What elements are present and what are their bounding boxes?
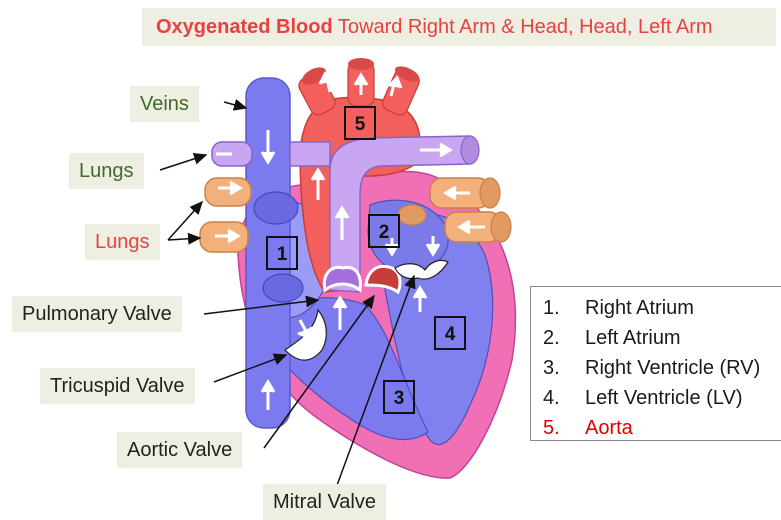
header-bold-text: Oxygenated Blood	[156, 16, 333, 38]
lungs-top-pointer	[160, 155, 206, 170]
pulmonary-vein-left-upper	[205, 178, 251, 206]
legend-item: 2. Left Atrium	[531, 323, 781, 353]
header-caption: Oxygenated Blood Toward Right Arm & Head…	[142, 8, 776, 46]
legend-item: 5. Aorta	[531, 413, 781, 443]
legend-number: 4.	[543, 383, 560, 413]
legend-box: 1. Right Atrium 2. Left Atrium 3. Right …	[530, 286, 781, 441]
legend-text: Right Ventricle (RV)	[585, 353, 760, 383]
veins-pointer	[224, 102, 246, 108]
vena-cava-upper-opening	[254, 192, 298, 224]
lungs-bottom-pointer-a	[168, 202, 202, 240]
label-pulmonary-valve: Pulmonary Valve	[12, 296, 182, 332]
legend-text: Left Ventricle (LV)	[585, 383, 742, 413]
legend-number: 2.	[543, 323, 560, 353]
legend-text: Aorta	[585, 413, 633, 443]
label-veins: Veins	[130, 86, 199, 122]
label-aortic-valve: Aortic Valve	[117, 432, 242, 468]
label-tricuspid-valve: Tricuspid Valve	[40, 368, 195, 404]
legend-item: 3. Right Ventricle (RV)	[531, 353, 781, 383]
vena-cava-lower-opening	[263, 274, 303, 302]
number-box-right-ventricle: 3	[383, 380, 415, 414]
header-rest-text: Toward Right Arm & Head, Head, Left Arm	[338, 16, 713, 38]
label-lungs-bottom: Lungs	[85, 224, 160, 260]
legend-number: 5.	[543, 413, 560, 443]
label-mitral-valve: Mitral Valve	[263, 484, 386, 520]
legend-text: Left Atrium	[585, 323, 681, 353]
legend-text: Right Atrium	[585, 293, 694, 323]
number-box-left-ventricle: 4	[434, 316, 466, 350]
legend-item: 1. Right Atrium	[531, 293, 781, 323]
legend-number: 3.	[543, 353, 560, 383]
number-box-left-atrium: 2	[368, 214, 400, 248]
legend-item: 4. Left Ventricle (LV)	[531, 383, 781, 413]
label-lungs-top: Lungs	[69, 153, 144, 189]
number-box-right-atrium: 1	[266, 236, 298, 270]
legend-number: 1.	[543, 293, 560, 323]
number-box-aorta: 5	[344, 106, 376, 140]
lungs-bottom-pointer-b	[168, 238, 200, 240]
